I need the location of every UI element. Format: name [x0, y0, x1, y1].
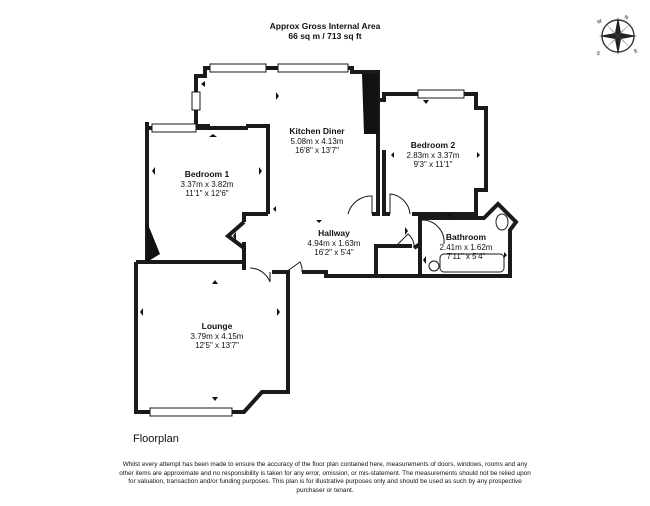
bedroom1-window [151, 123, 197, 133]
kitchen-window-left [209, 63, 267, 73]
basin-icon [428, 260, 440, 272]
room-hallway-label: Hallway 4.94m x 1.63m 16'2" x 5'4" [308, 228, 361, 257]
room-name: Lounge [202, 321, 233, 331]
room-metric: 5.08m x 4.13m [291, 137, 344, 146]
door-cupboard [395, 233, 415, 249]
room-imperial: 16'2" x 5'4" [314, 248, 354, 257]
kitchen-window-right [277, 63, 349, 73]
room-name: Bedroom 1 [185, 169, 230, 179]
room-imperial: 7'11" x 5'4" [447, 252, 486, 261]
area-value: 66 sq m / 713 sq ft [288, 31, 362, 41]
room-metric: 4.94m x 1.63m [308, 239, 361, 248]
door-lounge [249, 267, 271, 283]
svg-text:N: N [623, 14, 629, 21]
disclaimer-text: Whilst every attempt has been made to en… [119, 461, 531, 494]
room-bedroom2-label: Bedroom 2 2.83m x 3.37m 9'3" x 11'1" [407, 140, 460, 169]
room-bedroom1-label: Bedroom 1 3.37m x 3.82m 11'1" x 12'6" [181, 169, 234, 198]
kitchen-window-side [191, 91, 201, 111]
room-imperial: 9'3" x 11'1" [414, 160, 453, 169]
room-imperial: 12'5" x 13'7" [195, 341, 239, 350]
door-hall-lounge [285, 261, 303, 273]
room-imperial: 11'1" x 12'6" [185, 189, 228, 198]
room-metric: 3.79m x 4.15m [191, 332, 244, 341]
door-bedroom2 [389, 193, 411, 215]
bath-icon [439, 253, 505, 273]
room-bathroom-label: Bathroom 2.41m x 1.62m 7'11" x 5'4" [440, 232, 493, 261]
toilet-icon [495, 213, 509, 231]
room-name: Kitchen Diner [289, 126, 345, 136]
chimney-bedroom1 [147, 222, 160, 262]
room-metric: 2.41m x 1.62m [440, 243, 493, 252]
door-bathroom [421, 219, 445, 245]
lounge-walls [134, 260, 290, 414]
compass-rose-icon: W N S E [595, 14, 639, 57]
area-header: Approx Gross Internal Area 66 sq m / 713… [0, 21, 650, 41]
bedroom2-walls [378, 92, 488, 216]
windows [149, 63, 465, 417]
svg-text:S: S [595, 50, 601, 57]
door-kitchen [347, 195, 373, 215]
room-kitchen-label: Kitchen Diner 5.08m x 4.13m 16'8" x 13'7… [289, 126, 345, 155]
bedroom2-window [417, 89, 465, 99]
svg-text:E: E [633, 48, 639, 55]
floor-label: Floorplan [133, 433, 179, 445]
cupboard-walls [374, 244, 412, 276]
bathroom-walls [418, 201, 519, 278]
room-name: Bathroom [446, 232, 487, 242]
room-imperial: 16'8" x 13'7" [295, 146, 339, 155]
room-metric: 2.83m x 3.37m [407, 151, 460, 160]
room-name: Bedroom 2 [411, 140, 456, 150]
svg-text:W: W [596, 18, 603, 26]
lounge-window [149, 407, 233, 417]
area-title: Approx Gross Internal Area [269, 21, 381, 31]
hallway-walls [224, 220, 422, 278]
chimney-kitchen [362, 74, 378, 134]
room-metric: 3.37m x 3.82m [181, 180, 234, 189]
room-lounge-label: Lounge 3.79m x 4.15m 12'5" x 13'7" [191, 321, 244, 350]
room-name: Hallway [318, 228, 350, 238]
